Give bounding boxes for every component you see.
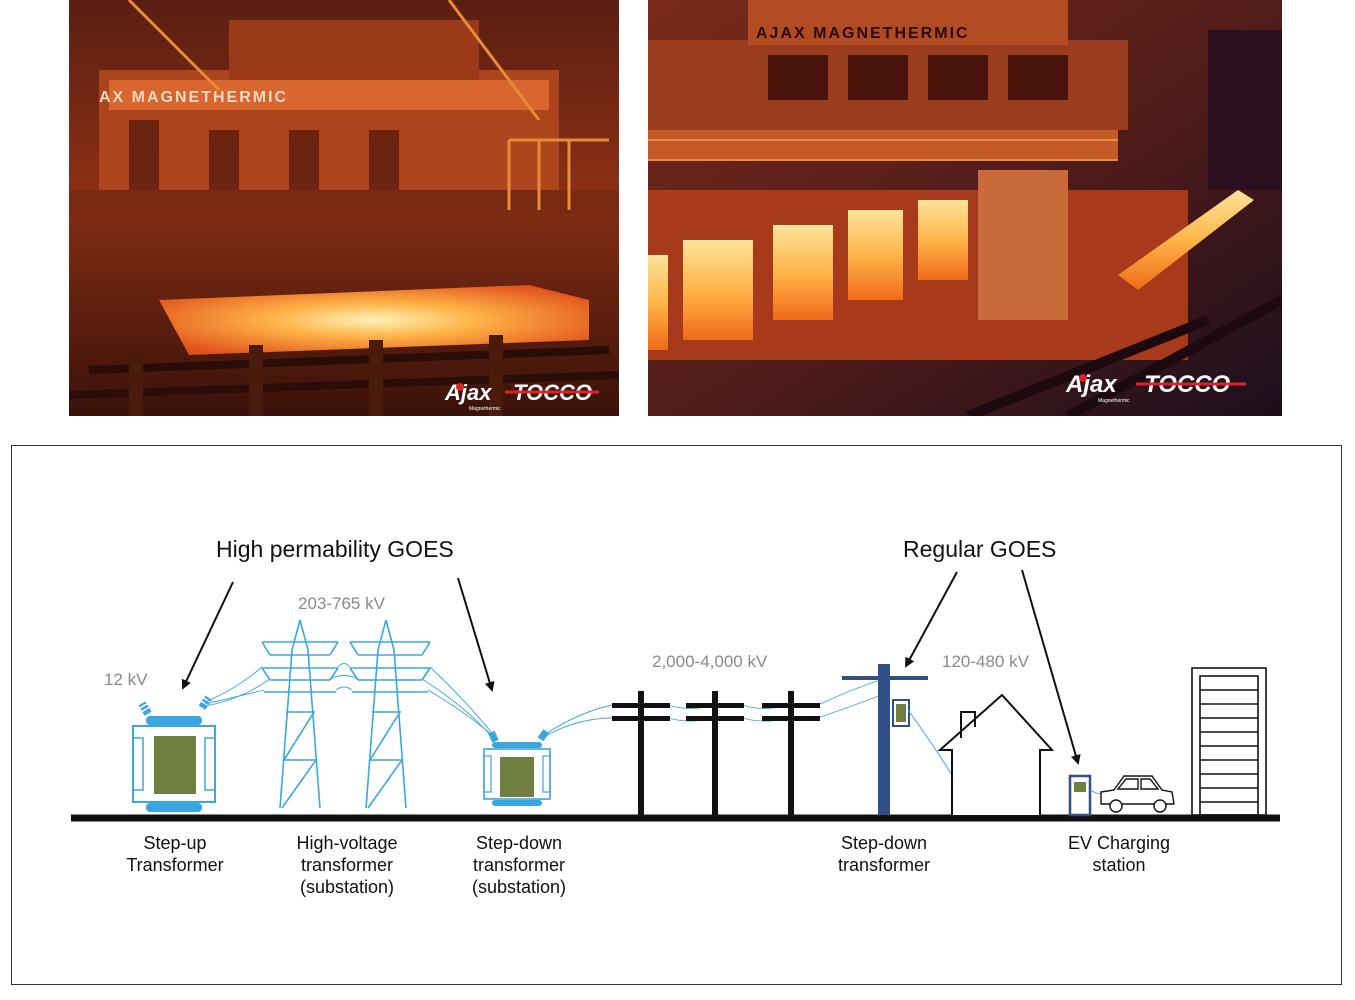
svg-text:transformer: transformer <box>473 855 565 875</box>
svg-text:transformer: transformer <box>301 855 393 875</box>
svg-text:Ajax: Ajax <box>444 380 492 405</box>
svg-text:Transformer: Transformer <box>126 855 223 875</box>
svg-text:Step-down: Step-down <box>841 833 927 853</box>
ev-charging-station-icon <box>1068 774 1109 817</box>
voltage-2000-4000kv: 2,000-4,000 kV <box>652 652 768 671</box>
svg-text:Step-up: Step-up <box>143 833 206 853</box>
svg-text:EV Charging: EV Charging <box>1068 833 1170 853</box>
ajax-tocco-logo: Ajax TOCCO Magnethermic <box>444 380 599 412</box>
voltage-12kv: 12 kV <box>104 670 148 689</box>
callout-high-permability-goes: High permability GOES <box>216 536 454 562</box>
voltage-120-480kv: 120-480 kV <box>942 652 1030 671</box>
callout-regular-goes: Regular GOES <box>903 536 1056 562</box>
svg-text:station: station <box>1092 855 1145 875</box>
arrow-to-stepdown-pole <box>905 571 958 668</box>
stepdown-pole-transformer-icon <box>842 664 953 815</box>
svg-text:(substation): (substation) <box>472 877 566 897</box>
stepdown-substation-transformer-icon <box>483 729 551 806</box>
arrow-to-stepdown-substation <box>457 577 495 692</box>
label-ev-charging-station: EV Charging station <box>1068 833 1170 875</box>
electric-car-icon <box>1100 775 1175 813</box>
label-stepdown-substation: Step-down transformer (substation) <box>472 833 566 897</box>
svg-text:Magnethermic: Magnethermic <box>1098 398 1130 404</box>
voltage-203-765kv: 203-765 kV <box>298 594 386 613</box>
svg-text:(substation): (substation) <box>300 877 394 897</box>
svg-text:Step-down: Step-down <box>476 833 562 853</box>
stepup-transformer-icon <box>132 695 216 812</box>
office-building-icon <box>1191 667 1267 816</box>
svg-text:Magnethermic: Magnethermic <box>469 406 501 412</box>
label-stepup-transformer: Step-up Transformer <box>126 833 223 875</box>
arrow-to-ev-station <box>1021 569 1081 765</box>
grid-diagram-panel <box>11 445 1342 985</box>
mill-sign-text: AX MAGNETHERMIC <box>99 89 288 106</box>
mill-sign-text: AJAX MAGNETHERMIC <box>756 25 970 42</box>
arrow-to-stepup <box>181 581 234 690</box>
photo-steel-mill-left: AX MAGNETHERMIC Ajax TOCCO Magnethermic <box>69 0 619 416</box>
svg-text:High-voltage: High-voltage <box>296 833 397 853</box>
svg-text:transformer: transformer <box>838 855 930 875</box>
photo-steel-mill-right: AJAX MAGNETHERMIC Ajax TOCCO <box>648 0 1282 416</box>
label-high-voltage-transformer: High-voltage transformer (substation) <box>296 833 397 897</box>
high-voltage-tower-icon <box>261 619 431 809</box>
house-icon <box>937 693 1055 815</box>
svg-text:Ajax: Ajax <box>1065 371 1118 398</box>
label-stepdown-pole: Step-down transformer <box>838 833 930 875</box>
ajax-tocco-logo: Ajax TOCCO Magnethermic <box>1065 371 1246 404</box>
distribution-poles-icon <box>612 691 820 815</box>
